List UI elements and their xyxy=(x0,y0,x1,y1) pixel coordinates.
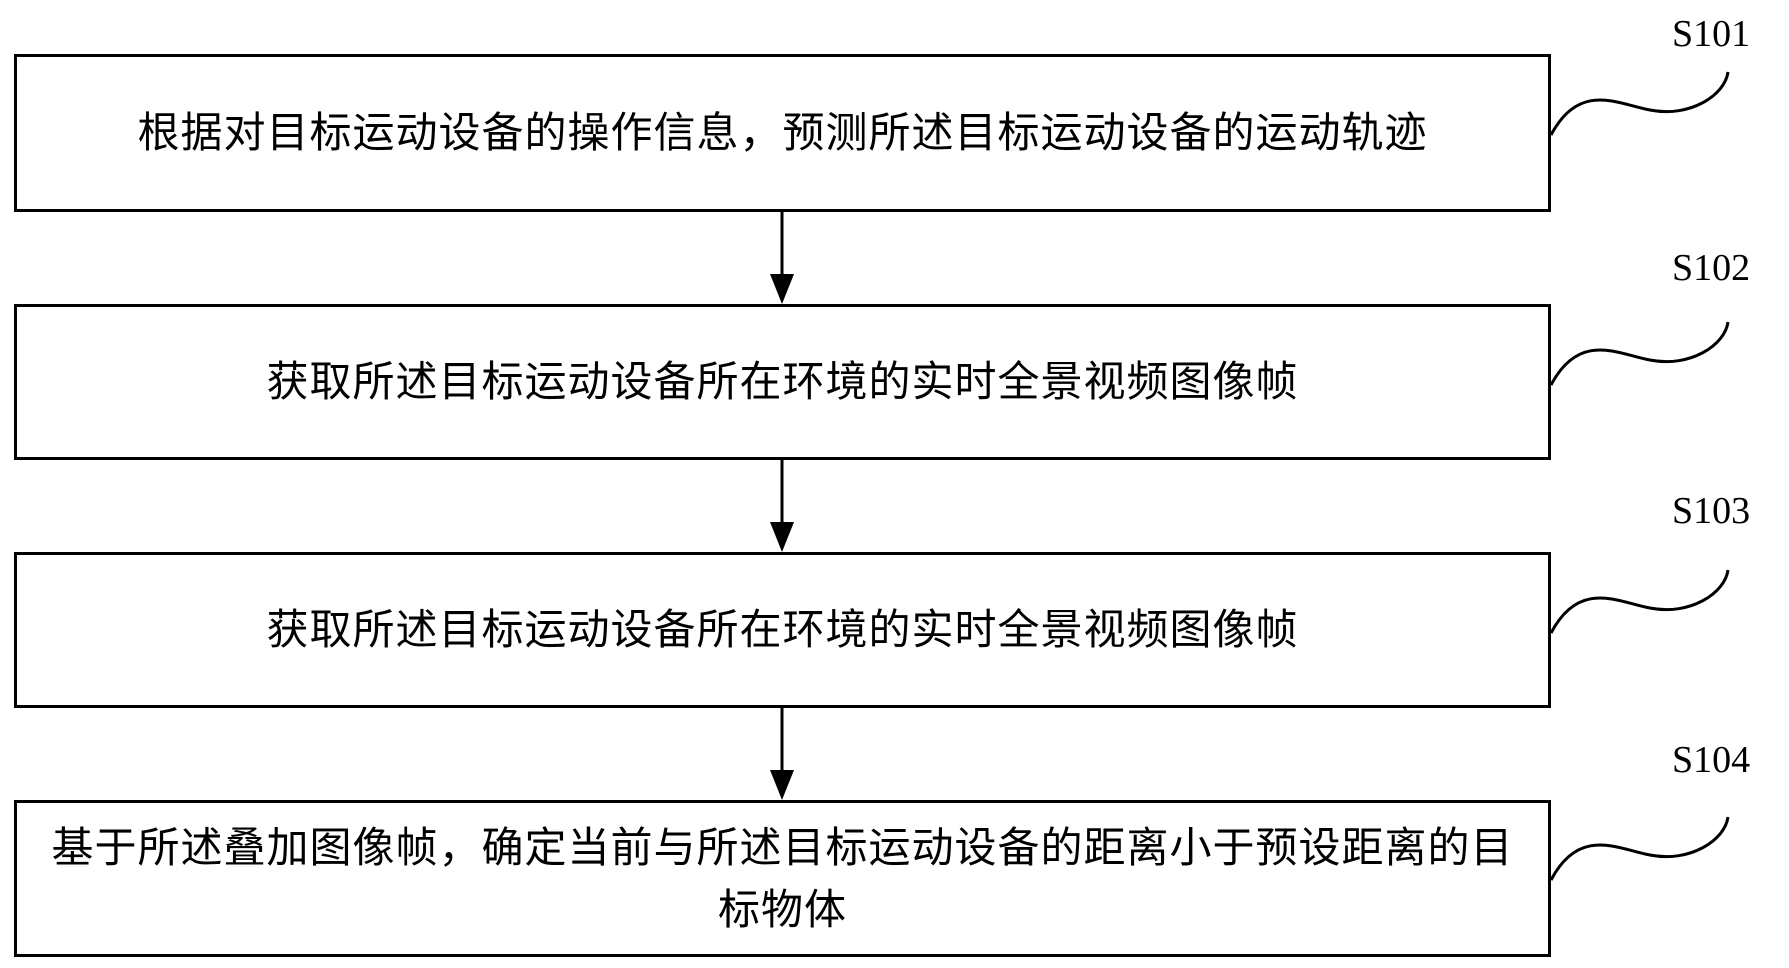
step-box-s103: 获取所述目标运动设备所在环境的实时全景视频图像帧 xyxy=(14,552,1551,708)
step-box-s102: 获取所述目标运动设备所在环境的实时全景视频图像帧 xyxy=(14,304,1551,460)
leader-line-s103 xyxy=(1549,569,1730,634)
leader-line-s104 xyxy=(1549,816,1730,881)
flow-arrow-2 xyxy=(770,460,794,552)
step-box-s101: 根据对目标运动设备的操作信息，预测所述目标运动设备的运动轨迹 xyxy=(14,54,1551,212)
step-label-s101: S101 xyxy=(1672,13,1751,55)
step-label-s103: S103 xyxy=(1672,490,1751,532)
step-text-s104: 基于所述叠加图像帧，确定当前与所述目标运动设备的距离小于预设距离的目标物体 xyxy=(51,822,1514,934)
leader-line-s102 xyxy=(1549,321,1730,386)
step-box-s104: 基于所述叠加图像帧，确定当前与所述目标运动设备的距离小于预设距离的目标物体 xyxy=(14,800,1551,957)
step-text-s101: 根据对目标运动设备的操作信息，预测所述目标运动设备的运动轨迹 xyxy=(137,108,1428,157)
step-text-s103: 获取所述目标运动设备所在环境的实时全景视频图像帧 xyxy=(266,605,1299,654)
step-label-s102: S102 xyxy=(1672,247,1751,289)
flow-arrow-1 xyxy=(770,212,794,304)
step-label-s104: S104 xyxy=(1672,739,1751,781)
step-text-s102: 获取所述目标运动设备所在环境的实时全景视频图像帧 xyxy=(266,357,1299,406)
leader-line-s101 xyxy=(1549,71,1730,136)
flow-arrow-3 xyxy=(770,708,794,800)
